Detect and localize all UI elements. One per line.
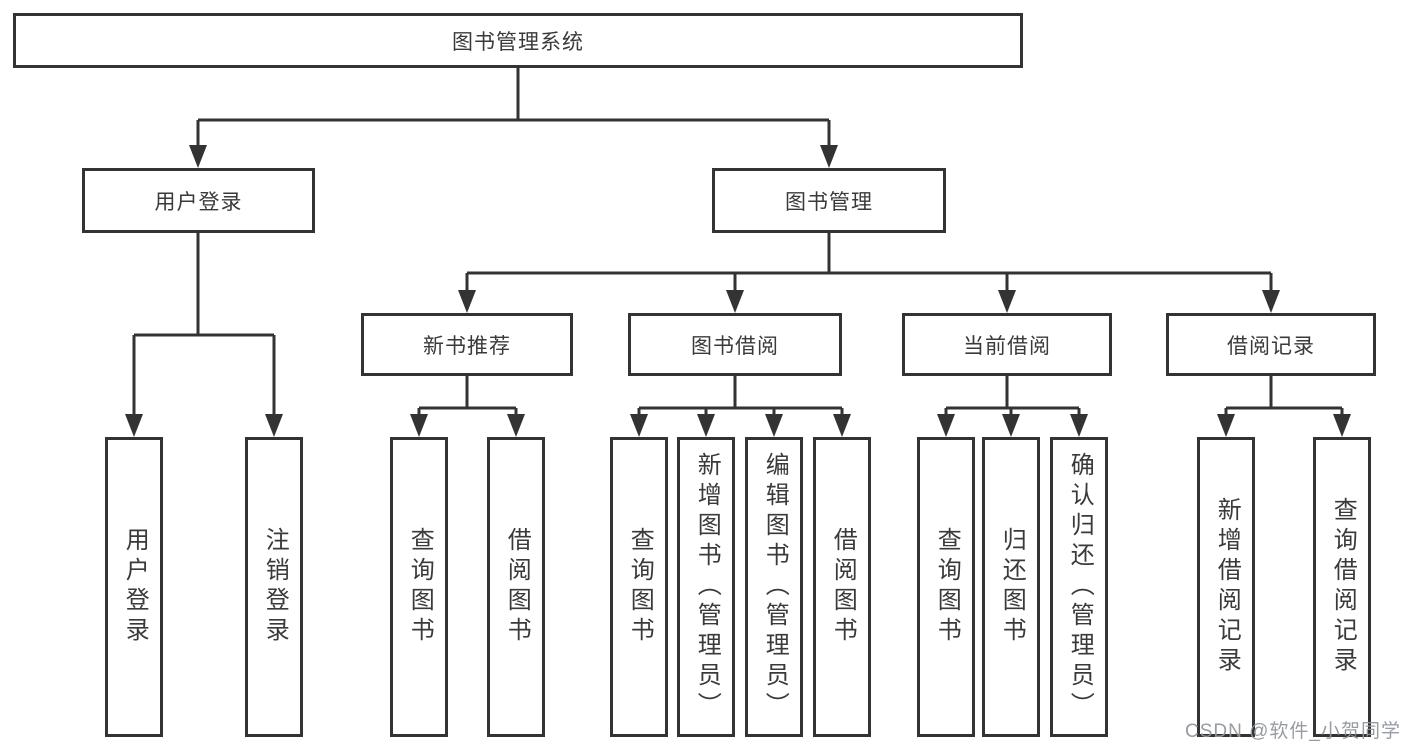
leaf-label: 查询图书 xyxy=(933,527,961,647)
leaf-add-borrow-record: 新增借阅记录 xyxy=(1197,437,1255,737)
arrowhead xyxy=(265,414,283,437)
leaf-query-books-current: 查询图书 xyxy=(917,437,975,737)
arrowhead xyxy=(410,414,428,437)
arrowhead xyxy=(507,414,525,437)
leaf-label: 借阅图书 xyxy=(829,527,857,647)
arrowhead xyxy=(1217,414,1235,437)
arrowhead xyxy=(937,414,955,437)
leaf-label: 归还图书 xyxy=(998,527,1026,647)
connector-book-borrowing-to-leaves xyxy=(630,376,851,437)
leaf-add-books-admin: 新增图书（管理员） xyxy=(677,437,735,737)
arrowhead xyxy=(1262,290,1280,313)
leaf-label: 注销登录 xyxy=(261,527,289,647)
leaf-query-books-borrowing: 查询图书 xyxy=(610,437,668,737)
connector-user-login-to-leaves xyxy=(125,233,283,437)
leaf-return-books: 归还图书 xyxy=(982,437,1040,737)
node-book-borrowing: 图书借阅 xyxy=(628,313,842,376)
arrowhead xyxy=(765,414,783,437)
leaf-borrow-books-recommendation: 借阅图书 xyxy=(487,437,545,737)
arrowhead xyxy=(1333,414,1351,437)
arrowhead xyxy=(726,290,744,313)
node-borrowing-records: 借阅记录 xyxy=(1166,313,1376,376)
arrowhead xyxy=(458,290,476,313)
leaf-edit-books-admin: 编辑图书（管理员） xyxy=(745,437,803,737)
arrowhead xyxy=(697,414,715,437)
arrowhead xyxy=(998,290,1016,313)
connector-book-management-to-level3 xyxy=(458,233,1280,313)
leaf-label: 查询图书 xyxy=(406,527,434,647)
leaf-label: 新增借阅记录 xyxy=(1213,497,1241,677)
connector-borrowing-records-to-leaves xyxy=(1217,376,1351,437)
node-current-borrowing: 当前借阅 xyxy=(902,313,1112,376)
leaf-label: 用户登录 xyxy=(121,527,149,647)
arrowhead xyxy=(1002,414,1020,437)
leaf-label: 借阅图书 xyxy=(503,527,531,647)
arrowhead xyxy=(1070,414,1088,437)
node-book-management: 图书管理 xyxy=(712,168,946,233)
leaf-borrow-books-borrowing: 借阅图书 xyxy=(813,437,871,737)
connector-current-borrowing-to-leaves xyxy=(937,376,1088,437)
connector-new-book-recommendation-to-leaves xyxy=(410,376,525,437)
leaf-logout: 注销登录 xyxy=(245,437,303,737)
arrowhead xyxy=(833,414,851,437)
leaf-query-borrow-record: 查询借阅记录 xyxy=(1313,437,1371,737)
connector-root-to-level2 xyxy=(189,68,838,168)
leaf-label: 查询图书 xyxy=(626,527,654,647)
csdn-watermark: CSDN @软件_小贺同学 xyxy=(1185,721,1401,742)
node-new-book-recommendation: 新书推荐 xyxy=(361,313,573,376)
leaf-user-login: 用户登录 xyxy=(105,437,163,737)
arrowhead xyxy=(820,145,838,168)
arrowhead xyxy=(189,145,207,168)
node-user-login: 用户登录 xyxy=(82,168,315,233)
leaf-label: 查询借阅记录 xyxy=(1329,497,1357,677)
leaf-label: 确认归还（管理员） xyxy=(1066,452,1094,722)
arrowhead xyxy=(125,414,143,437)
leaf-label: 编辑图书（管理员） xyxy=(761,452,789,722)
node-library-management-system: 图书管理系统 xyxy=(13,13,1023,68)
leaf-confirm-return-admin: 确认归还（管理员） xyxy=(1050,437,1108,737)
leaf-query-books-recommendation: 查询图书 xyxy=(390,437,448,737)
leaf-label: 新增图书（管理员） xyxy=(693,452,721,722)
arrowhead xyxy=(630,414,648,437)
